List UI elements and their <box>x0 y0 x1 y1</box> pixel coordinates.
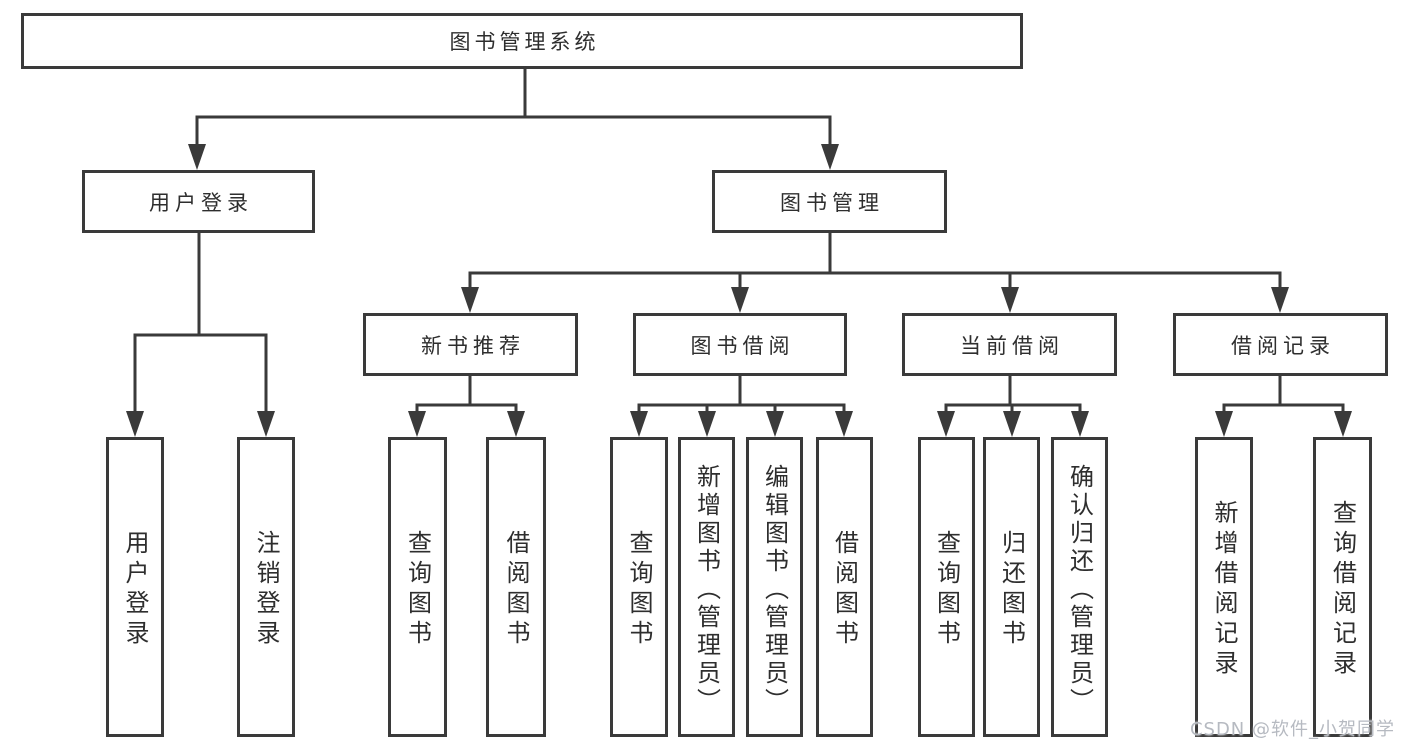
node-label: 查询图书 <box>932 530 961 650</box>
node-query-books-borrow: 查询图书 <box>610 437 668 737</box>
arrowheads <box>126 144 1352 437</box>
node-label: 新增图书（管理员） <box>692 464 721 716</box>
node-label: 归还图书 <box>997 530 1026 650</box>
node-add-borrow-record: 新增借阅记录 <box>1195 437 1253 737</box>
node-query-borrow-record: 查询借阅记录 <box>1313 437 1372 737</box>
node-user-login: 用户登录 <box>82 170 315 233</box>
node-logout: 注销登录 <box>237 437 295 737</box>
node-confirm-return-admin: 确认归还（管理员） <box>1051 437 1108 737</box>
node-label: 图书借阅 <box>690 333 795 358</box>
node-borrow-record: 借阅记录 <box>1173 313 1388 376</box>
node-label: 编辑图书（管理员） <box>760 464 789 716</box>
node-new-book-recommend: 新书推荐 <box>363 313 578 376</box>
node-label: 借阅图书 <box>502 530 530 650</box>
node-borrow-books: 借阅图书 <box>816 437 873 737</box>
node-label: 借阅记录 <box>1231 333 1335 358</box>
node-query-books-current: 查询图书 <box>918 437 975 737</box>
node-label: 用户登录 <box>149 190 253 215</box>
node-book-borrow: 图书借阅 <box>633 313 847 376</box>
node-label: 查询图书 <box>403 530 432 650</box>
node-query-books-recommend: 查询图书 <box>388 437 447 737</box>
node-edit-books-admin: 编辑图书（管理员） <box>746 437 803 737</box>
node-add-books-admin: 新增图书（管理员） <box>678 437 735 737</box>
node-return-books: 归还图书 <box>983 437 1040 737</box>
node-borrow-books-recommend: 借阅图书 <box>486 437 546 737</box>
node-label: 查询图书 <box>625 530 653 650</box>
node-label: 用户登录 <box>121 530 149 650</box>
node-label: 借阅图书 <box>830 530 859 650</box>
node-label: 图书管理 <box>780 190 884 215</box>
node-label: 查询借阅记录 <box>1328 500 1357 680</box>
node-label: 当前借阅 <box>960 333 1064 358</box>
node-label: 新书推荐 <box>421 333 525 358</box>
node-book-management: 图书管理 <box>712 170 947 233</box>
node-label: 图书管理系统 <box>449 30 600 54</box>
node-label: 注销登录 <box>252 530 280 650</box>
node-root-library-system: 图书管理系统 <box>21 13 1023 69</box>
node-user-login-leaf: 用户登录 <box>106 437 164 737</box>
csdn-watermark: CSDN @软件_小贺同学 <box>1189 719 1395 740</box>
node-current-borrow: 当前借阅 <box>902 313 1117 376</box>
node-label: 确认归还（管理员） <box>1065 464 1094 716</box>
node-label: 新增借阅记录 <box>1210 500 1238 680</box>
